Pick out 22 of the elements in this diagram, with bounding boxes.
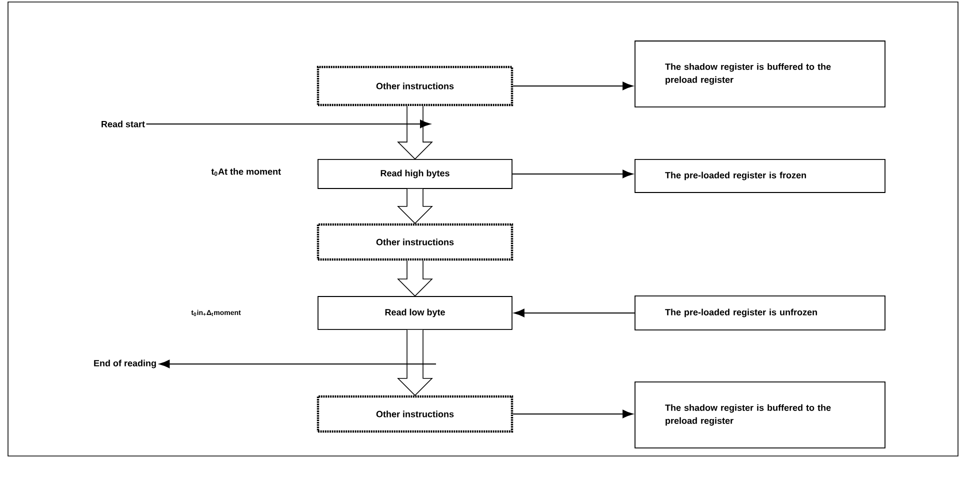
process-box: Read low byte (318, 296, 512, 330)
flow-label: Read start (102, 120, 145, 128)
process-box: Other instructions (316, 395, 514, 433)
block-arrow (397, 260, 433, 297)
process-box: The pre-loaded register is frozen (634, 159, 886, 193)
arrow (514, 308, 636, 318)
process-box: The shadow register is buffered to the preload register (634, 40, 886, 108)
block-arrow (397, 188, 433, 224)
block-arrow (397, 330, 433, 396)
arrow (146, 120, 430, 128)
arrow (159, 360, 436, 368)
arrow (512, 170, 633, 178)
process-box: Read high bytes (318, 159, 512, 189)
block-arrow (397, 106, 433, 160)
flow-label: End of reading (94, 360, 156, 368)
process-box: Other instructions (316, 66, 514, 106)
process-box: The shadow register is buffered to the preload register (634, 382, 886, 448)
process-box: The pre-loaded register is unfrozen (634, 296, 886, 330)
arrow (512, 410, 633, 418)
time-label: t$_{0}$At the moment (211, 168, 281, 176)
arrow (512, 82, 633, 90)
process-box: Other instructions (316, 223, 514, 261)
